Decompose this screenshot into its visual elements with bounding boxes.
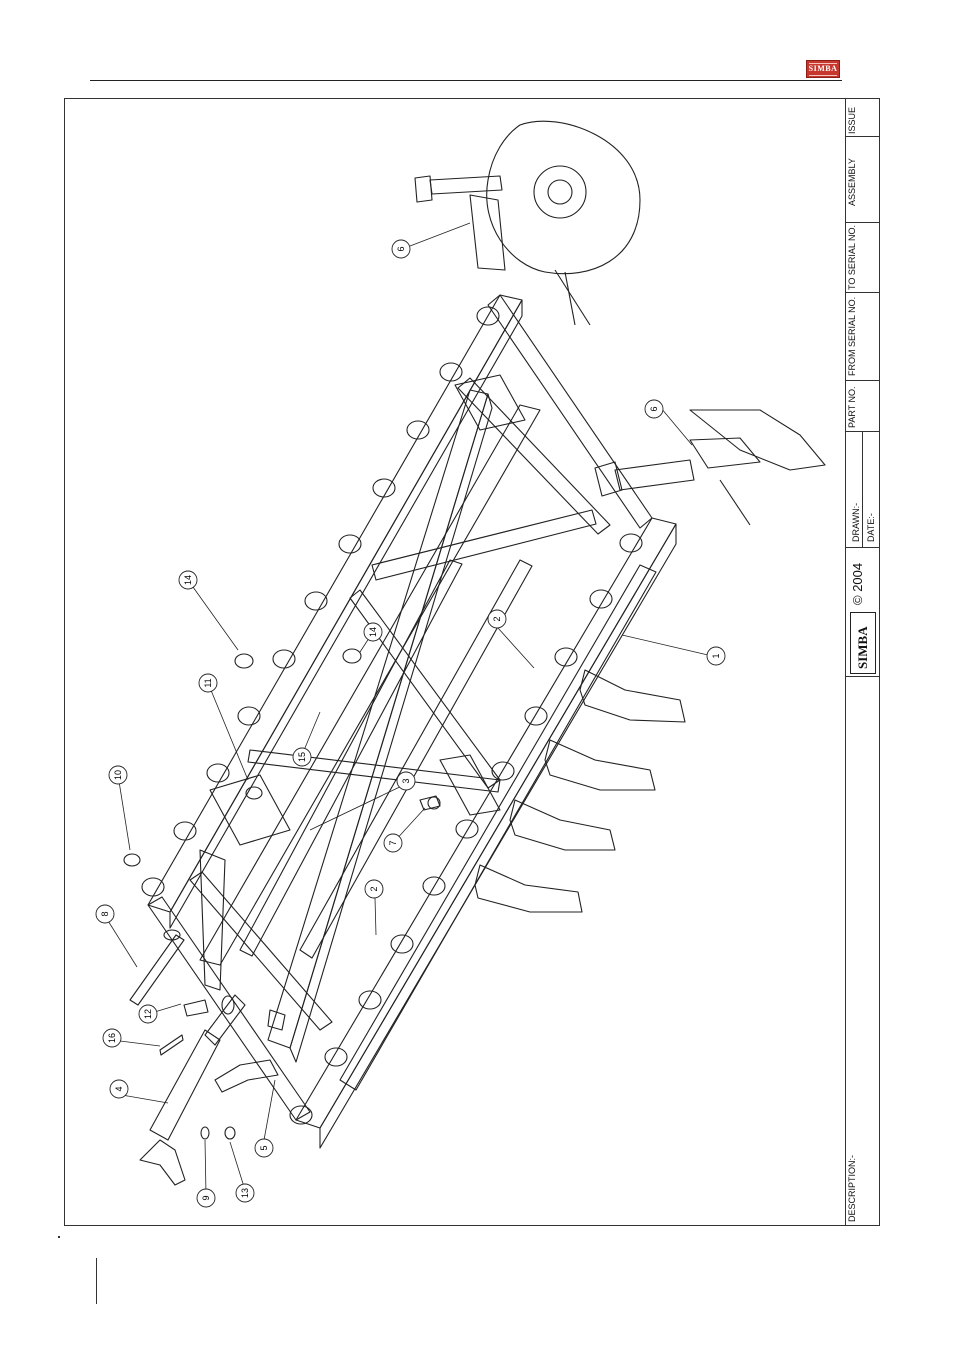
callout-15: 15	[293, 748, 311, 766]
svg-text:7: 7	[388, 840, 398, 845]
callout-16: 16	[103, 1029, 121, 1047]
callout-7: 7	[384, 834, 402, 852]
frame-cross-members	[148, 295, 652, 1120]
callout-11: 11	[199, 674, 217, 692]
callout-8: 8	[96, 905, 114, 923]
callout-5: 5	[255, 1139, 273, 1157]
svg-text:3: 3	[401, 778, 411, 783]
svg-text:9: 9	[201, 1195, 211, 1200]
svg-text:2: 2	[369, 886, 379, 891]
svg-text:14: 14	[183, 575, 193, 585]
svg-text:13: 13	[240, 1188, 250, 1198]
callout-4: 4	[110, 1080, 128, 1098]
svg-text:2: 2	[492, 616, 502, 621]
lower-rail-sleeves	[290, 534, 642, 1124]
callout-12: 12	[139, 1005, 157, 1023]
callout-2: 2	[488, 610, 506, 628]
callout-9: 9	[197, 1189, 215, 1207]
svg-text:10: 10	[113, 770, 123, 780]
svg-text:15: 15	[297, 752, 307, 762]
frame-rail-lower	[296, 518, 676, 1148]
leader-lines	[105, 223, 708, 1195]
callout-1: 1	[707, 647, 725, 665]
svg-text:8: 8	[100, 911, 110, 916]
svg-text:12: 12	[143, 1009, 153, 1019]
svg-text:5: 5	[259, 1145, 269, 1150]
rail-sleeves	[142, 307, 499, 896]
disc-assembly-right	[595, 410, 825, 525]
callout-2: 2	[365, 880, 383, 898]
svg-text:6: 6	[396, 246, 406, 251]
svg-text:6: 6	[649, 406, 659, 411]
callout-6: 6	[392, 240, 410, 258]
svg-text:14: 14	[368, 627, 378, 637]
svg-text:11: 11	[203, 678, 213, 687]
disc-assembly-top	[415, 121, 640, 325]
callout-6: 6	[645, 400, 663, 418]
callout-13: 13	[236, 1184, 254, 1202]
svg-text:4: 4	[114, 1086, 124, 1091]
frame-rail-upper	[148, 295, 540, 965]
svg-text:16: 16	[107, 1033, 117, 1043]
frame-diagonal-beam	[268, 390, 492, 1062]
callout-10: 10	[109, 766, 127, 784]
callout-14: 14	[364, 623, 382, 641]
callout-14: 14	[179, 571, 197, 589]
svg-text:1: 1	[711, 653, 721, 658]
callout-bubbles: 1 2 2 3 4 5 6 6 7 8 9 10 11 12 13 14 14 …	[96, 240, 725, 1207]
mounting-brackets	[200, 375, 525, 990]
callout-3: 3	[397, 772, 415, 790]
